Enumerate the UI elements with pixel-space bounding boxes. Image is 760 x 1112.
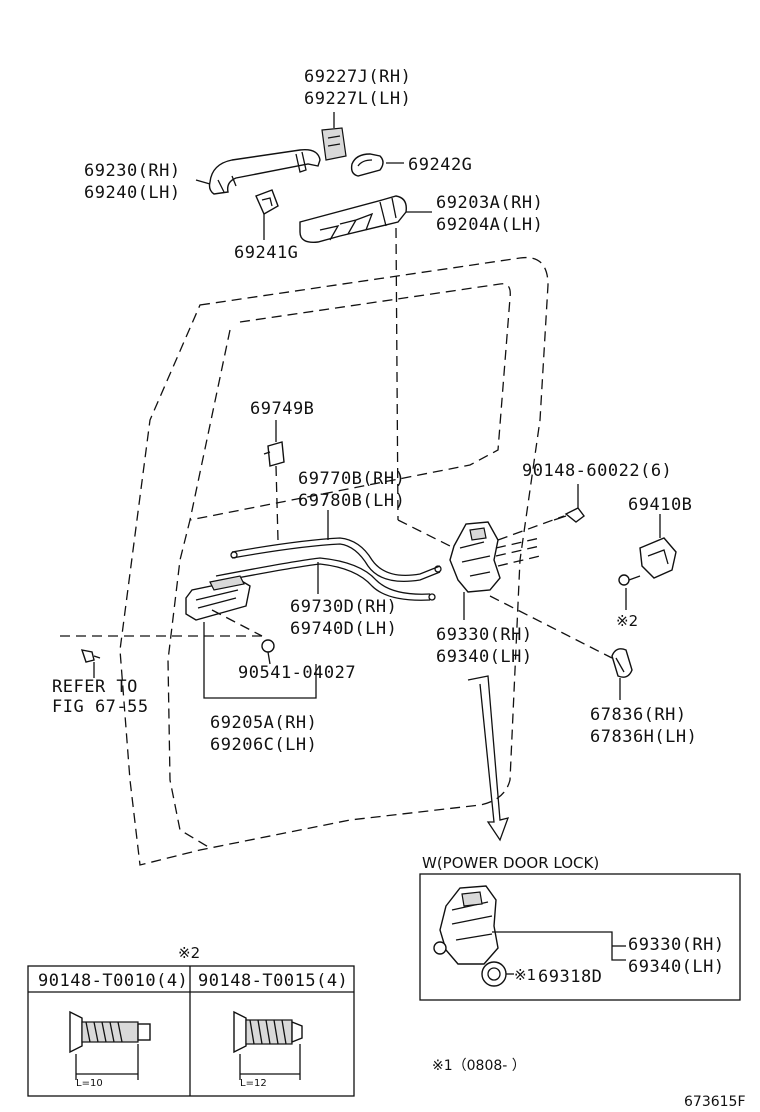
power-lock-box [419,873,741,1001]
label-front-pad: 69241G [234,243,298,263]
screw-12-illustration [233,1010,303,1080]
label-refer-line2: FIG 67-55 [52,697,149,717]
striker-screw-part [618,574,641,586]
leader-bracket [492,931,626,961]
rear-pad-part [350,153,384,177]
label-lock-rh: 69330(RH) [436,625,533,645]
label-inside-handle-lh: 69206C(LH) [210,735,317,755]
striker-part [639,537,677,579]
label-refer-line1: REFER TO [52,677,138,697]
handle-cover-part [321,127,347,161]
power-lock-title: W(POWER DOOR LOCK) [422,854,599,872]
label-rear-pad: 69242G [408,155,472,175]
clamp-guide [275,465,279,541]
label-handle-cover-lh: 69227L(LH) [304,89,411,109]
actuator-prefix: ※1 [514,966,536,984]
screw-10-length: L=10 [76,1078,103,1089]
figure-id: 673615F [684,1094,746,1110]
inside-handle-part [185,575,251,621]
label-rod-rh: 69770B(RH) [298,469,405,489]
label-cable-rh: 69730D(RH) [290,597,397,617]
label-handle-cover-rh: 69227J(RH) [304,67,411,87]
screw-guide [497,515,565,541]
actuator-label: 69318D [538,967,602,987]
front-pad-part [255,189,279,215]
fastener-header-1: 90148-T0010(4) [38,971,188,991]
rod-clamp-part [263,441,285,467]
power-lock-label-rh: 69330(RH) [628,935,725,955]
label-inside-handle-rh: 69205A(RH) [210,713,317,733]
label-frame-lh: 69204A(LH) [436,215,543,235]
label-lock-lh: 69340(LH) [436,647,533,667]
part-labels: 69227J(RH) 69227L(LH) 69230(RH) 69240(LH… [52,67,697,755]
refer-screw-part [80,649,101,663]
frame-to-lock-guide [395,227,399,521]
power-lock-assembly-part [433,885,499,965]
lock-guide [397,519,455,549]
lock-cover-part [611,648,633,678]
lock-screw-part [553,507,585,523]
screw-12-length: L=12 [240,1078,267,1089]
fastener-note-mark: ※2 [178,944,200,962]
label-cable-lh: 69740D(LH) [290,619,397,639]
fastener-table: ※2 90148-T0010(4) 90148-T0015(4) L=10 L=… [27,944,355,1097]
door-lock-part [449,521,541,593]
door-outline [119,256,549,866]
label-lock-screw: 90148-60022(6) [522,461,672,481]
leader-line [195,179,211,185]
handle-frame-part [299,195,407,243]
label-outside-handle-rh: 69230(RH) [84,161,181,181]
outside-handle-part [208,149,321,195]
label-frame-rh: 69203A(RH) [436,193,543,213]
outside-handle-assembly [195,112,432,521]
label-striker: 69410B [628,495,692,515]
detail-arrow [467,675,510,842]
label-cover-lh: 67836H(LH) [590,727,697,747]
footnote: ※1（0808- ） [432,1058,526,1074]
leader-bracket [203,622,317,699]
lock-rods-and-cables [215,537,442,601]
fastener-table-border [27,965,355,1097]
label-outside-handle-lh: 69240(LH) [84,183,181,203]
actuator-part [481,961,507,987]
label-note-mark-striker: ※2 [616,612,638,630]
fastener-header-2: 90148-T0015(4) [198,971,348,991]
power-lock-label-lh: 69340(LH) [628,957,725,977]
screw-10-illustration [69,1010,151,1080]
label-cover-rh: 67836(RH) [590,705,687,725]
power-door-lock-inset: W(POWER DOOR LOCK) 69330(RH) 69340(LH) ※… [419,854,741,1001]
refer-guide [211,609,263,637]
bolt-part [261,639,275,665]
cover-guide [489,595,613,659]
label-rod-lh: 69780B(LH) [298,491,405,511]
label-bolt: 90541-04027 [238,663,356,683]
label-clamp: 69749B [250,399,314,419]
